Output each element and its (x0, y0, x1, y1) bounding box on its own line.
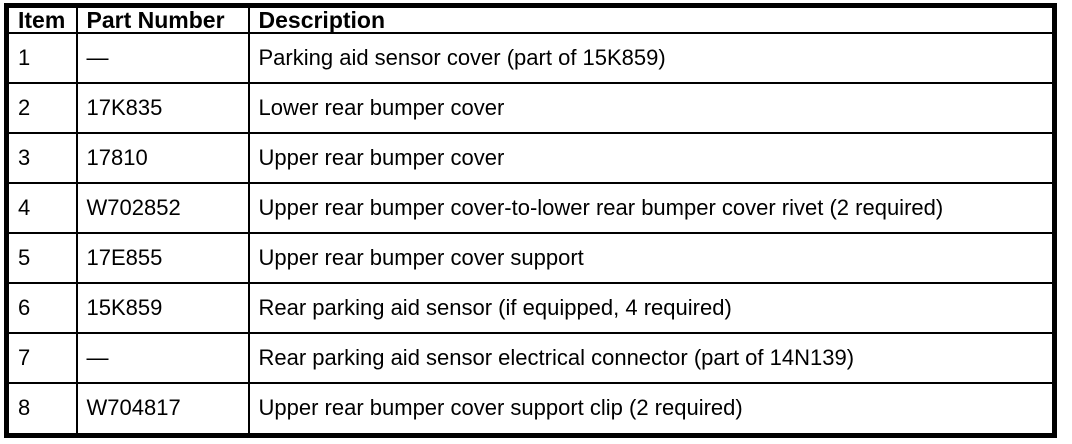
cell-item: 8 (6, 381, 78, 436)
cell-part-number: W704817 (75, 381, 250, 436)
parts-table: Item Part Number Description 1 — Parking… (4, 3, 1057, 438)
cell-description: Upper rear bumper cover support (247, 231, 1055, 284)
table-row: 5 17E855 Upper rear bumper cover support (6, 231, 1055, 284)
table-row: 3 17810 Upper rear bumper cover (6, 131, 1055, 184)
table-header: Item Part Number Description (6, 5, 1055, 34)
table-row: 4 W702852 Upper rear bumper cover-to-low… (6, 181, 1055, 234)
table-row: 7 — Rear parking aid sensor electrical c… (6, 331, 1055, 384)
cell-item: 7 (6, 331, 78, 384)
table-row: 1 — Parking aid sensor cover (part of 15… (6, 32, 1055, 84)
cell-part-number: 17K835 (75, 81, 250, 134)
cell-description: Upper rear bumper cover support clip (2 … (247, 381, 1055, 436)
parts-table-container: Item Part Number Description 1 — Parking… (4, 3, 1057, 438)
column-header-description: Description (247, 5, 1055, 34)
cell-part-number: 15K859 (75, 281, 250, 334)
cell-description: Rear parking aid sensor electrical conne… (247, 331, 1055, 384)
cell-item: 3 (6, 131, 78, 184)
column-header-part-number: Part Number (75, 5, 250, 34)
cell-part-number: W702852 (75, 181, 250, 234)
table-row: 8 W704817 Upper rear bumper cover suppor… (6, 381, 1055, 436)
cell-part-number: 17810 (75, 131, 250, 184)
cell-part-number: — (75, 32, 250, 84)
cell-description: Upper rear bumper cover (247, 131, 1055, 184)
cell-item: 1 (6, 32, 78, 84)
cell-part-number: — (75, 331, 250, 384)
cell-item: 2 (6, 81, 78, 134)
cell-description: Rear parking aid sensor (if equipped, 4 … (247, 281, 1055, 334)
cell-description: Parking aid sensor cover (part of 15K859… (247, 32, 1055, 84)
table-row: 6 15K859 Rear parking aid sensor (if equ… (6, 281, 1055, 334)
cell-description: Lower rear bumper cover (247, 81, 1055, 134)
column-header-item: Item (6, 5, 78, 34)
cell-description: Upper rear bumper cover-to-lower rear bu… (247, 181, 1055, 234)
cell-part-number: 17E855 (75, 231, 250, 284)
table-row: 2 17K835 Lower rear bumper cover (6, 81, 1055, 134)
table-header-row: Item Part Number Description (6, 5, 1055, 34)
cell-item: 6 (6, 281, 78, 334)
cell-item: 4 (6, 181, 78, 234)
cell-item: 5 (6, 231, 78, 284)
table-body: 1 — Parking aid sensor cover (part of 15… (6, 32, 1055, 436)
